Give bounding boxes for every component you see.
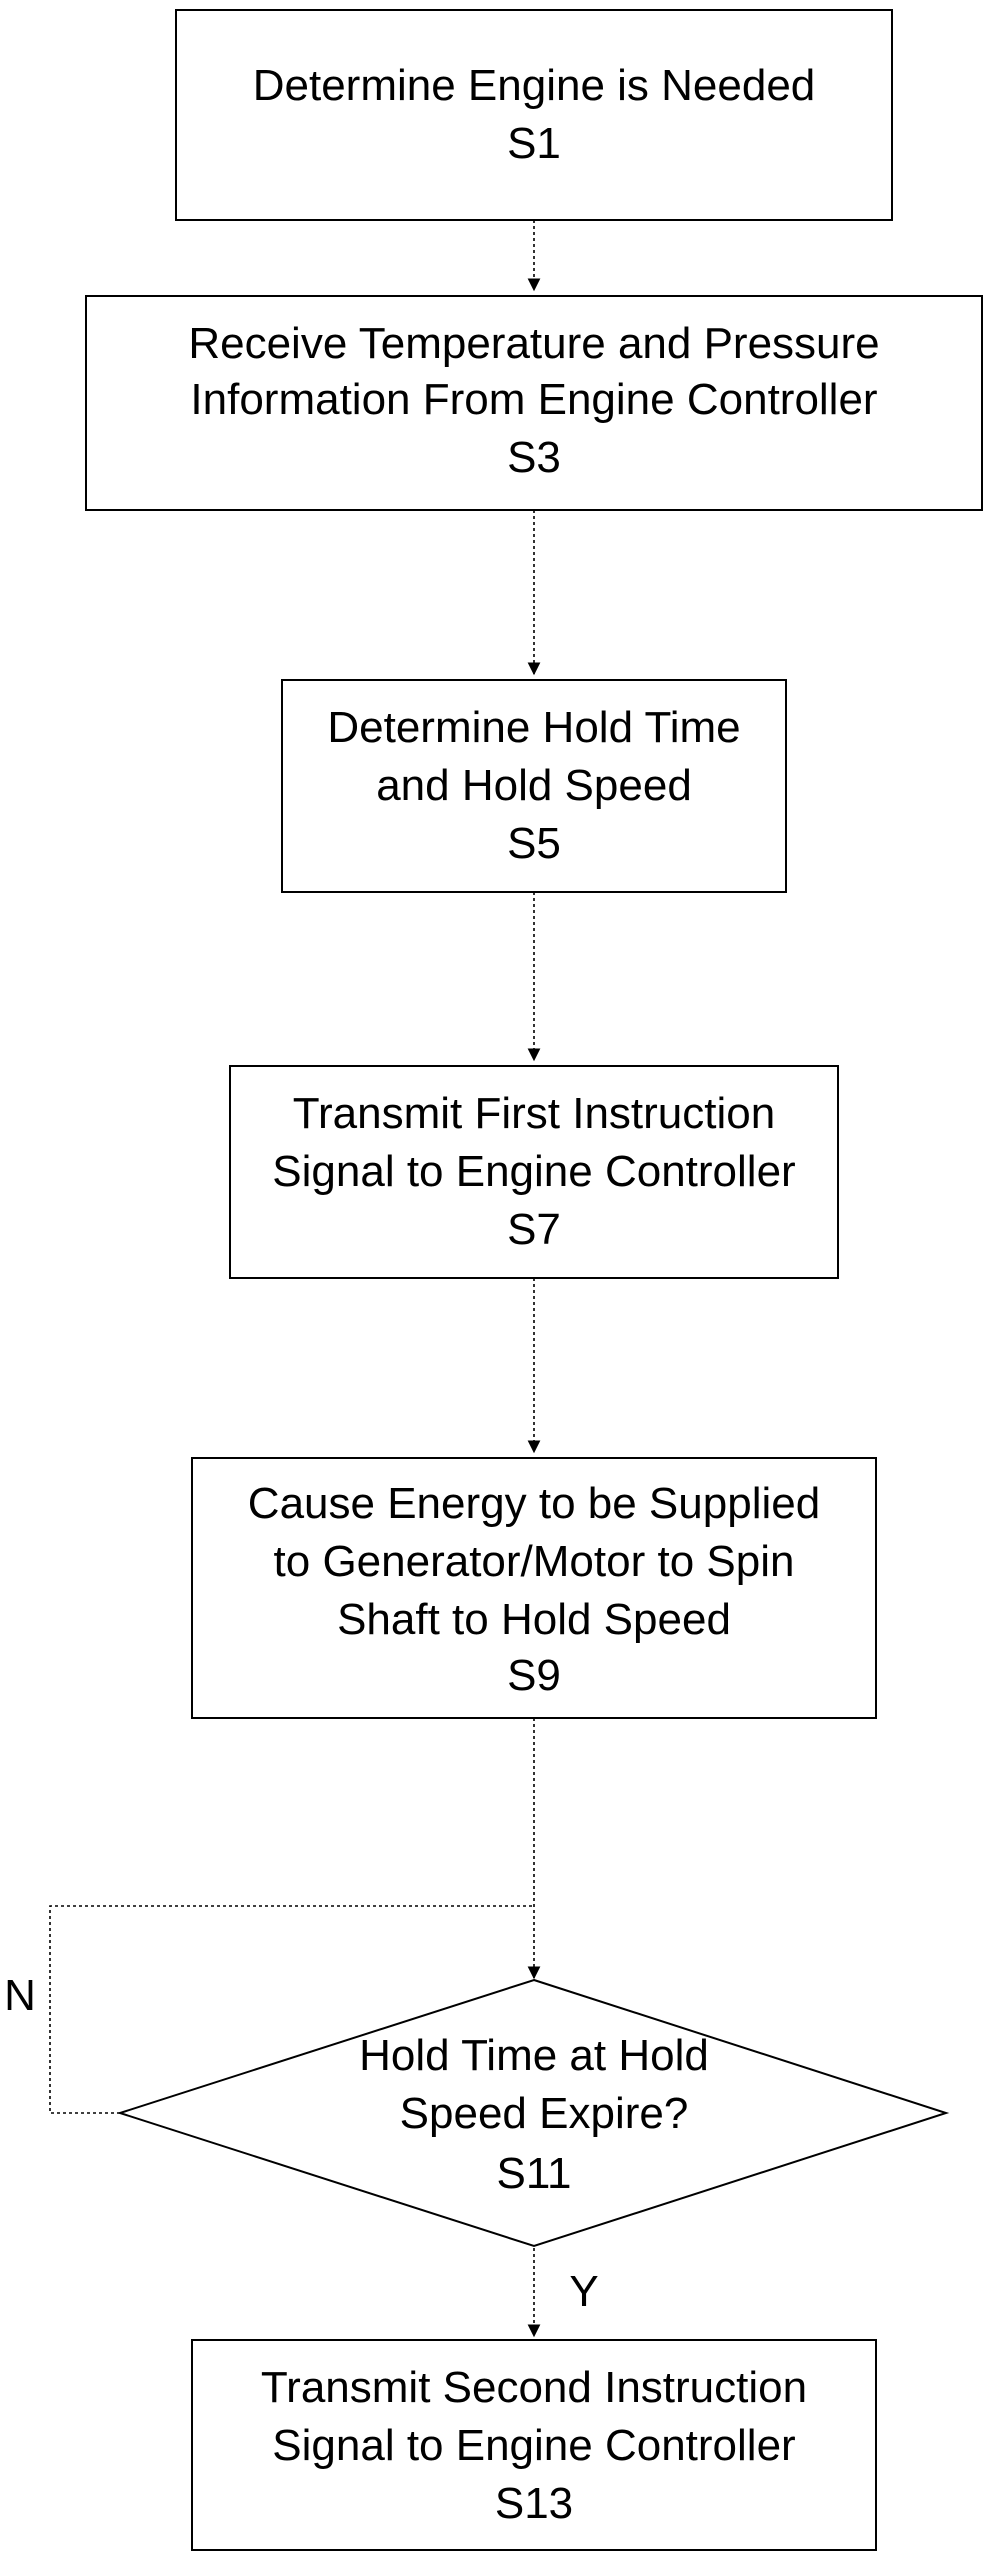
edge-label-no: N bbox=[4, 1971, 36, 2020]
node-s9-line-1: Cause Energy to be Supplied bbox=[248, 1479, 820, 1528]
node-s7-line-1: Transmit First Instruction bbox=[293, 1089, 775, 1138]
node-s1: Determine Engine is Needed S1 bbox=[175, 9, 893, 221]
node-s5-line-1: Determine Hold Time bbox=[327, 703, 740, 752]
node-s7-line-3: S7 bbox=[507, 1205, 561, 1254]
node-s5-line-2: and Hold Speed bbox=[376, 761, 692, 810]
node-s9: Cause Energy to be Supplied to Generator… bbox=[191, 1457, 877, 1719]
node-s9-line-4: S9 bbox=[507, 1651, 561, 1700]
connector-s11-loop-no bbox=[49, 1905, 534, 2114]
node-s5: Determine Hold Time and Hold Speed S5 bbox=[281, 679, 787, 893]
node-s1-line-1: Determine Engine is Needed bbox=[253, 61, 816, 110]
node-s13-line-2: Signal to Engine Controller bbox=[272, 2421, 795, 2470]
node-s9-line-2: to Generator/Motor to Spin bbox=[274, 1537, 795, 1586]
node-s3-line-1: Receive Temperature and Pressure bbox=[188, 319, 879, 368]
node-s3: Receive Temperature and Pressure Informa… bbox=[85, 295, 983, 511]
connectors bbox=[49, 220, 541, 2338]
node-s13: Transmit Second Instruction Signal to En… bbox=[191, 2339, 877, 2551]
node-s11-diamond bbox=[116, 1978, 950, 2248]
node-s11-line-2: Speed Expire? bbox=[400, 2089, 689, 2138]
node-s3-line-2: Information From Engine Controller bbox=[190, 375, 877, 424]
node-s11-line-1: Hold Time at Hold bbox=[359, 2031, 709, 2080]
node-s9-box bbox=[191, 1457, 877, 1719]
node-s13-line-1: Transmit Second Instruction bbox=[261, 2363, 807, 2412]
edge-label-yes: Y bbox=[569, 2267, 598, 2316]
node-s1-line-2: S1 bbox=[507, 119, 561, 168]
node-s5-line-3: S5 bbox=[507, 819, 561, 868]
node-s13-box bbox=[191, 2339, 877, 2551]
node-s7: Transmit First Instruction Signal to Eng… bbox=[229, 1065, 839, 1279]
node-s3-line-3: S3 bbox=[507, 433, 561, 482]
node-s9-line-3: Shaft to Hold Speed bbox=[337, 1595, 731, 1644]
node-s11: Hold Time at Hold Speed Expire? S11 bbox=[116, 1978, 950, 2248]
node-s7-box bbox=[229, 1065, 839, 1279]
node-s11-line-3: S11 bbox=[496, 2149, 571, 2198]
node-s3-box bbox=[85, 295, 983, 511]
node-s5-box bbox=[281, 679, 787, 893]
node-s13-line-3: S13 bbox=[495, 2479, 573, 2528]
node-s7-line-2: Signal to Engine Controller bbox=[272, 1147, 795, 1196]
node-s1-box bbox=[175, 9, 893, 221]
